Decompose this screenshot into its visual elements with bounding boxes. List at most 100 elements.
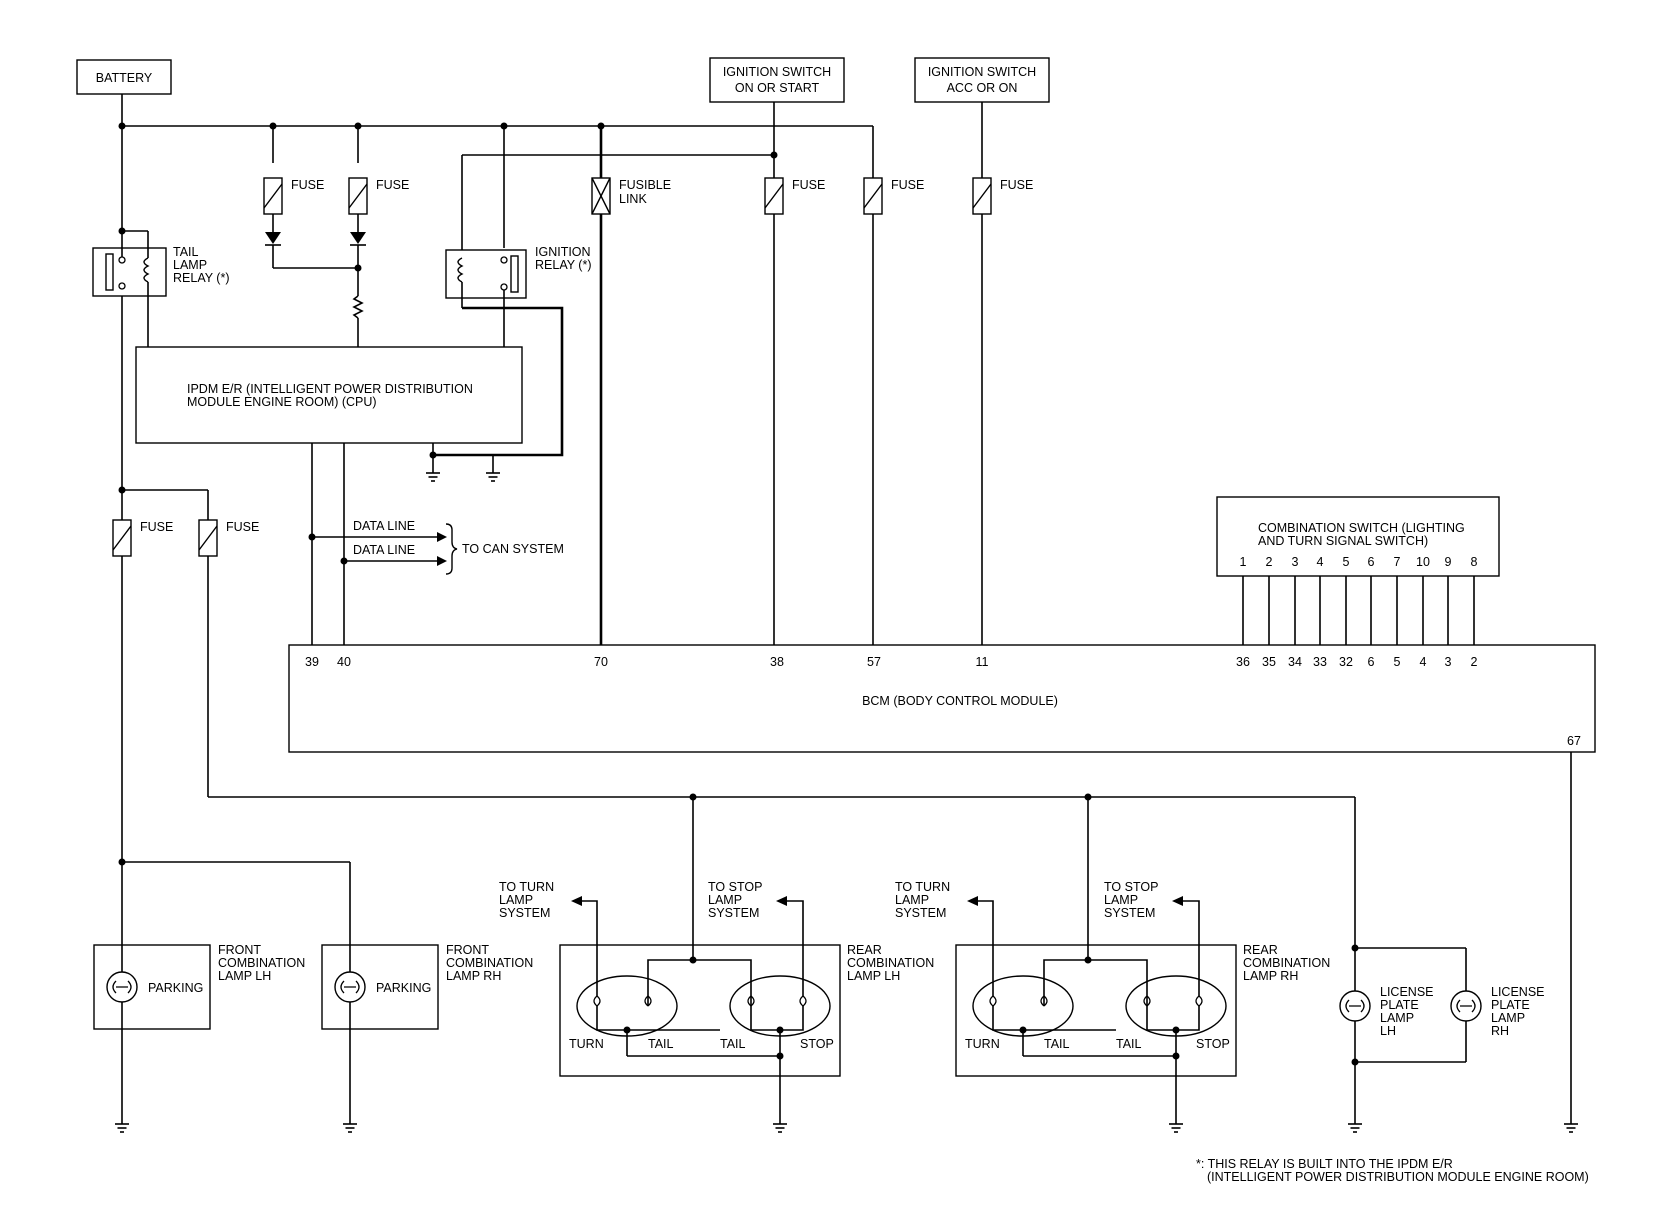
rear-lh-label-3: LAMP LH: [847, 969, 900, 983]
switch-pin-2: 2: [1266, 555, 1273, 569]
front-rh-label-2: COMBINATION: [446, 956, 533, 970]
ign-acc-on-label-2: ACC OR ON: [947, 81, 1018, 95]
front-rh-label-3: LAMP RH: [446, 969, 501, 983]
ignition-switch-acc-on-box: IGNITION SWITCH ACC OR ON: [914, 57, 1050, 103]
bcm-pin-33: 33: [1313, 655, 1327, 669]
license-lh-label-1: LICENSE: [1380, 985, 1434, 999]
combination-switch: COMBINATION SWITCH (LIGHTING AND TURN SI…: [1216, 496, 1500, 645]
rear-combination-lamp-lh: TURN TAIL TAIL STOP TO TURN LAMP SYSTEM …: [499, 880, 934, 1133]
ign-acc-on-label-1: IGNITION SWITCH: [928, 65, 1036, 79]
switch-pin-6: 6: [1368, 555, 1375, 569]
license-rh-label-3: LAMP: [1491, 1011, 1525, 1025]
bcm-pin-2: 2: [1471, 655, 1478, 669]
ign-on-start-label-2: ON OR START: [735, 81, 820, 95]
stop-label: STOP: [800, 1037, 834, 1051]
tail-lamp-relay: TAIL LAMP RELAY (*): [92, 227, 230, 347]
bcm-pin-3: 3: [1445, 655, 1452, 669]
comb-switch-label-2: AND TURN SIGNAL SWITCH): [1258, 534, 1428, 548]
tail-label: TAIL: [648, 1037, 674, 1051]
rear-rh-label-1: REAR: [1243, 943, 1278, 957]
to-can-label: TO CAN SYSTEM: [462, 542, 564, 556]
bcm-pin-70: 70: [594, 655, 608, 669]
fuse-label: FUSE: [140, 520, 173, 534]
fusible-link-label-2: LINK: [619, 192, 647, 206]
fuse-5: FUSE: [972, 177, 1033, 215]
data-lines: DATA LINE DATA LINE TO CAN SYSTEM: [308, 443, 564, 645]
tail-label: TAIL: [1044, 1037, 1070, 1051]
battery-box: BATTERY: [76, 59, 172, 95]
to-turn-label-2: LAMP: [895, 893, 929, 907]
license-plate-lamps: LICENSE PLATE LAMP LH LICENSE PLATE LAMP…: [1339, 944, 1545, 1133]
bcm-module: BCM (BODY CONTROL MODULE) 39 40 70 38 57…: [288, 644, 1596, 1133]
fusible-link: FUSIBLE LINK: [591, 177, 671, 215]
turn-label: TURN: [965, 1037, 1000, 1051]
bcm-pin-6: 6: [1368, 655, 1375, 669]
ignition-relay: IGNITION RELAY (*): [433, 245, 592, 457]
switch-pin-3: 3: [1292, 555, 1299, 569]
ipdm-label-1: IPDM E/R (INTELLIGENT POWER DISTRIBUTION: [187, 382, 473, 396]
fuse-label: FUSE: [1000, 178, 1033, 192]
bcm-pin-36: 36: [1236, 655, 1250, 669]
tail-relay-label-3: RELAY (*): [173, 271, 230, 285]
fuse-label: FUSE: [226, 520, 259, 534]
tail-label: TAIL: [1116, 1037, 1142, 1051]
parking-label: PARKING: [148, 981, 203, 995]
tail-relay-label-2: LAMP: [173, 258, 207, 272]
license-lh-label-3: LAMP: [1380, 1011, 1414, 1025]
bcm-pin-34: 34: [1288, 655, 1302, 669]
bcm-pin-39: 39: [305, 655, 319, 669]
data-line-label-1: DATA LINE: [353, 519, 415, 533]
switch-pin-1: 1: [1240, 555, 1247, 569]
fuse-1: FUSE: [263, 177, 324, 215]
fuse-2: FUSE: [348, 177, 409, 215]
ipdm-label-2: MODULE ENGINE ROOM) (CPU): [187, 395, 377, 409]
fusible-link-label-1: FUSIBLE: [619, 178, 671, 192]
ipdm-grounds: [425, 443, 501, 482]
front-lh-label-3: LAMP LH: [218, 969, 271, 983]
switch-pin-4: 4: [1317, 555, 1324, 569]
bcm-pin-32: 32: [1339, 655, 1353, 669]
bcm-label: BCM (BODY CONTROL MODULE): [862, 694, 1058, 708]
bcm-pin-67: 67: [1567, 734, 1581, 748]
to-turn-label-2: LAMP: [499, 893, 533, 907]
front-rh-label-1: FRONT: [446, 943, 489, 957]
battery-label: BATTERY: [96, 71, 153, 85]
parking-label: PARKING: [376, 981, 431, 995]
to-turn-label-3: SYSTEM: [499, 906, 550, 920]
rear-rh-label-2: COMBINATION: [1243, 956, 1330, 970]
switch-pin-9: 9: [1445, 555, 1452, 569]
ign-on-start-label-1: IGNITION SWITCH: [723, 65, 831, 79]
bcm-pin-35: 35: [1262, 655, 1276, 669]
footnote-line-2: (INTELLIGENT POWER DISTRIBUTION MODULE E…: [1207, 1170, 1589, 1184]
switch-pin-10: 10: [1416, 555, 1430, 569]
license-lh-label-4: LH: [1380, 1024, 1396, 1038]
to-stop-label-3: SYSTEM: [1104, 906, 1155, 920]
to-stop-label-1: TO STOP: [708, 880, 762, 894]
to-stop-label-1: TO STOP: [1104, 880, 1158, 894]
to-turn-label-1: TO TURN: [499, 880, 554, 894]
bcm-pin-5: 5: [1394, 655, 1401, 669]
diode-network: [265, 214, 366, 347]
comb-switch-label-1: COMBINATION SWITCH (LIGHTING: [1258, 521, 1465, 535]
to-stop-label-2: LAMP: [1104, 893, 1138, 907]
front-lh-label-2: COMBINATION: [218, 956, 305, 970]
to-stop-label-3: SYSTEM: [708, 906, 759, 920]
data-line-label-2: DATA LINE: [353, 543, 415, 557]
ign-relay-label-2: RELAY (*): [535, 258, 592, 272]
bcm-pin-40: 40: [337, 655, 351, 669]
stop-label: STOP: [1196, 1037, 1230, 1051]
bcm-pin-38: 38: [770, 655, 784, 669]
ignition-switch-on-start-box: IGNITION SWITCH ON OR START: [709, 57, 845, 103]
fuse-label: FUSE: [792, 178, 825, 192]
rear-lh-label-1: REAR: [847, 943, 882, 957]
footnote: *: THIS RELAY IS BUILT INTO THE IPDM E/R…: [1196, 1157, 1589, 1184]
bcm-pin-57: 57: [867, 655, 881, 669]
tail-relay-label-1: TAIL: [173, 245, 199, 259]
turn-label: TURN: [569, 1037, 604, 1051]
ipdm-module: IPDM E/R (INTELLIGENT POWER DISTRIBUTION…: [135, 346, 523, 444]
license-rh-label-4: RH: [1491, 1024, 1509, 1038]
ign-relay-label-1: IGNITION: [535, 245, 591, 259]
fuse-label: FUSE: [291, 178, 324, 192]
supply-wiring: [118, 94, 983, 645]
